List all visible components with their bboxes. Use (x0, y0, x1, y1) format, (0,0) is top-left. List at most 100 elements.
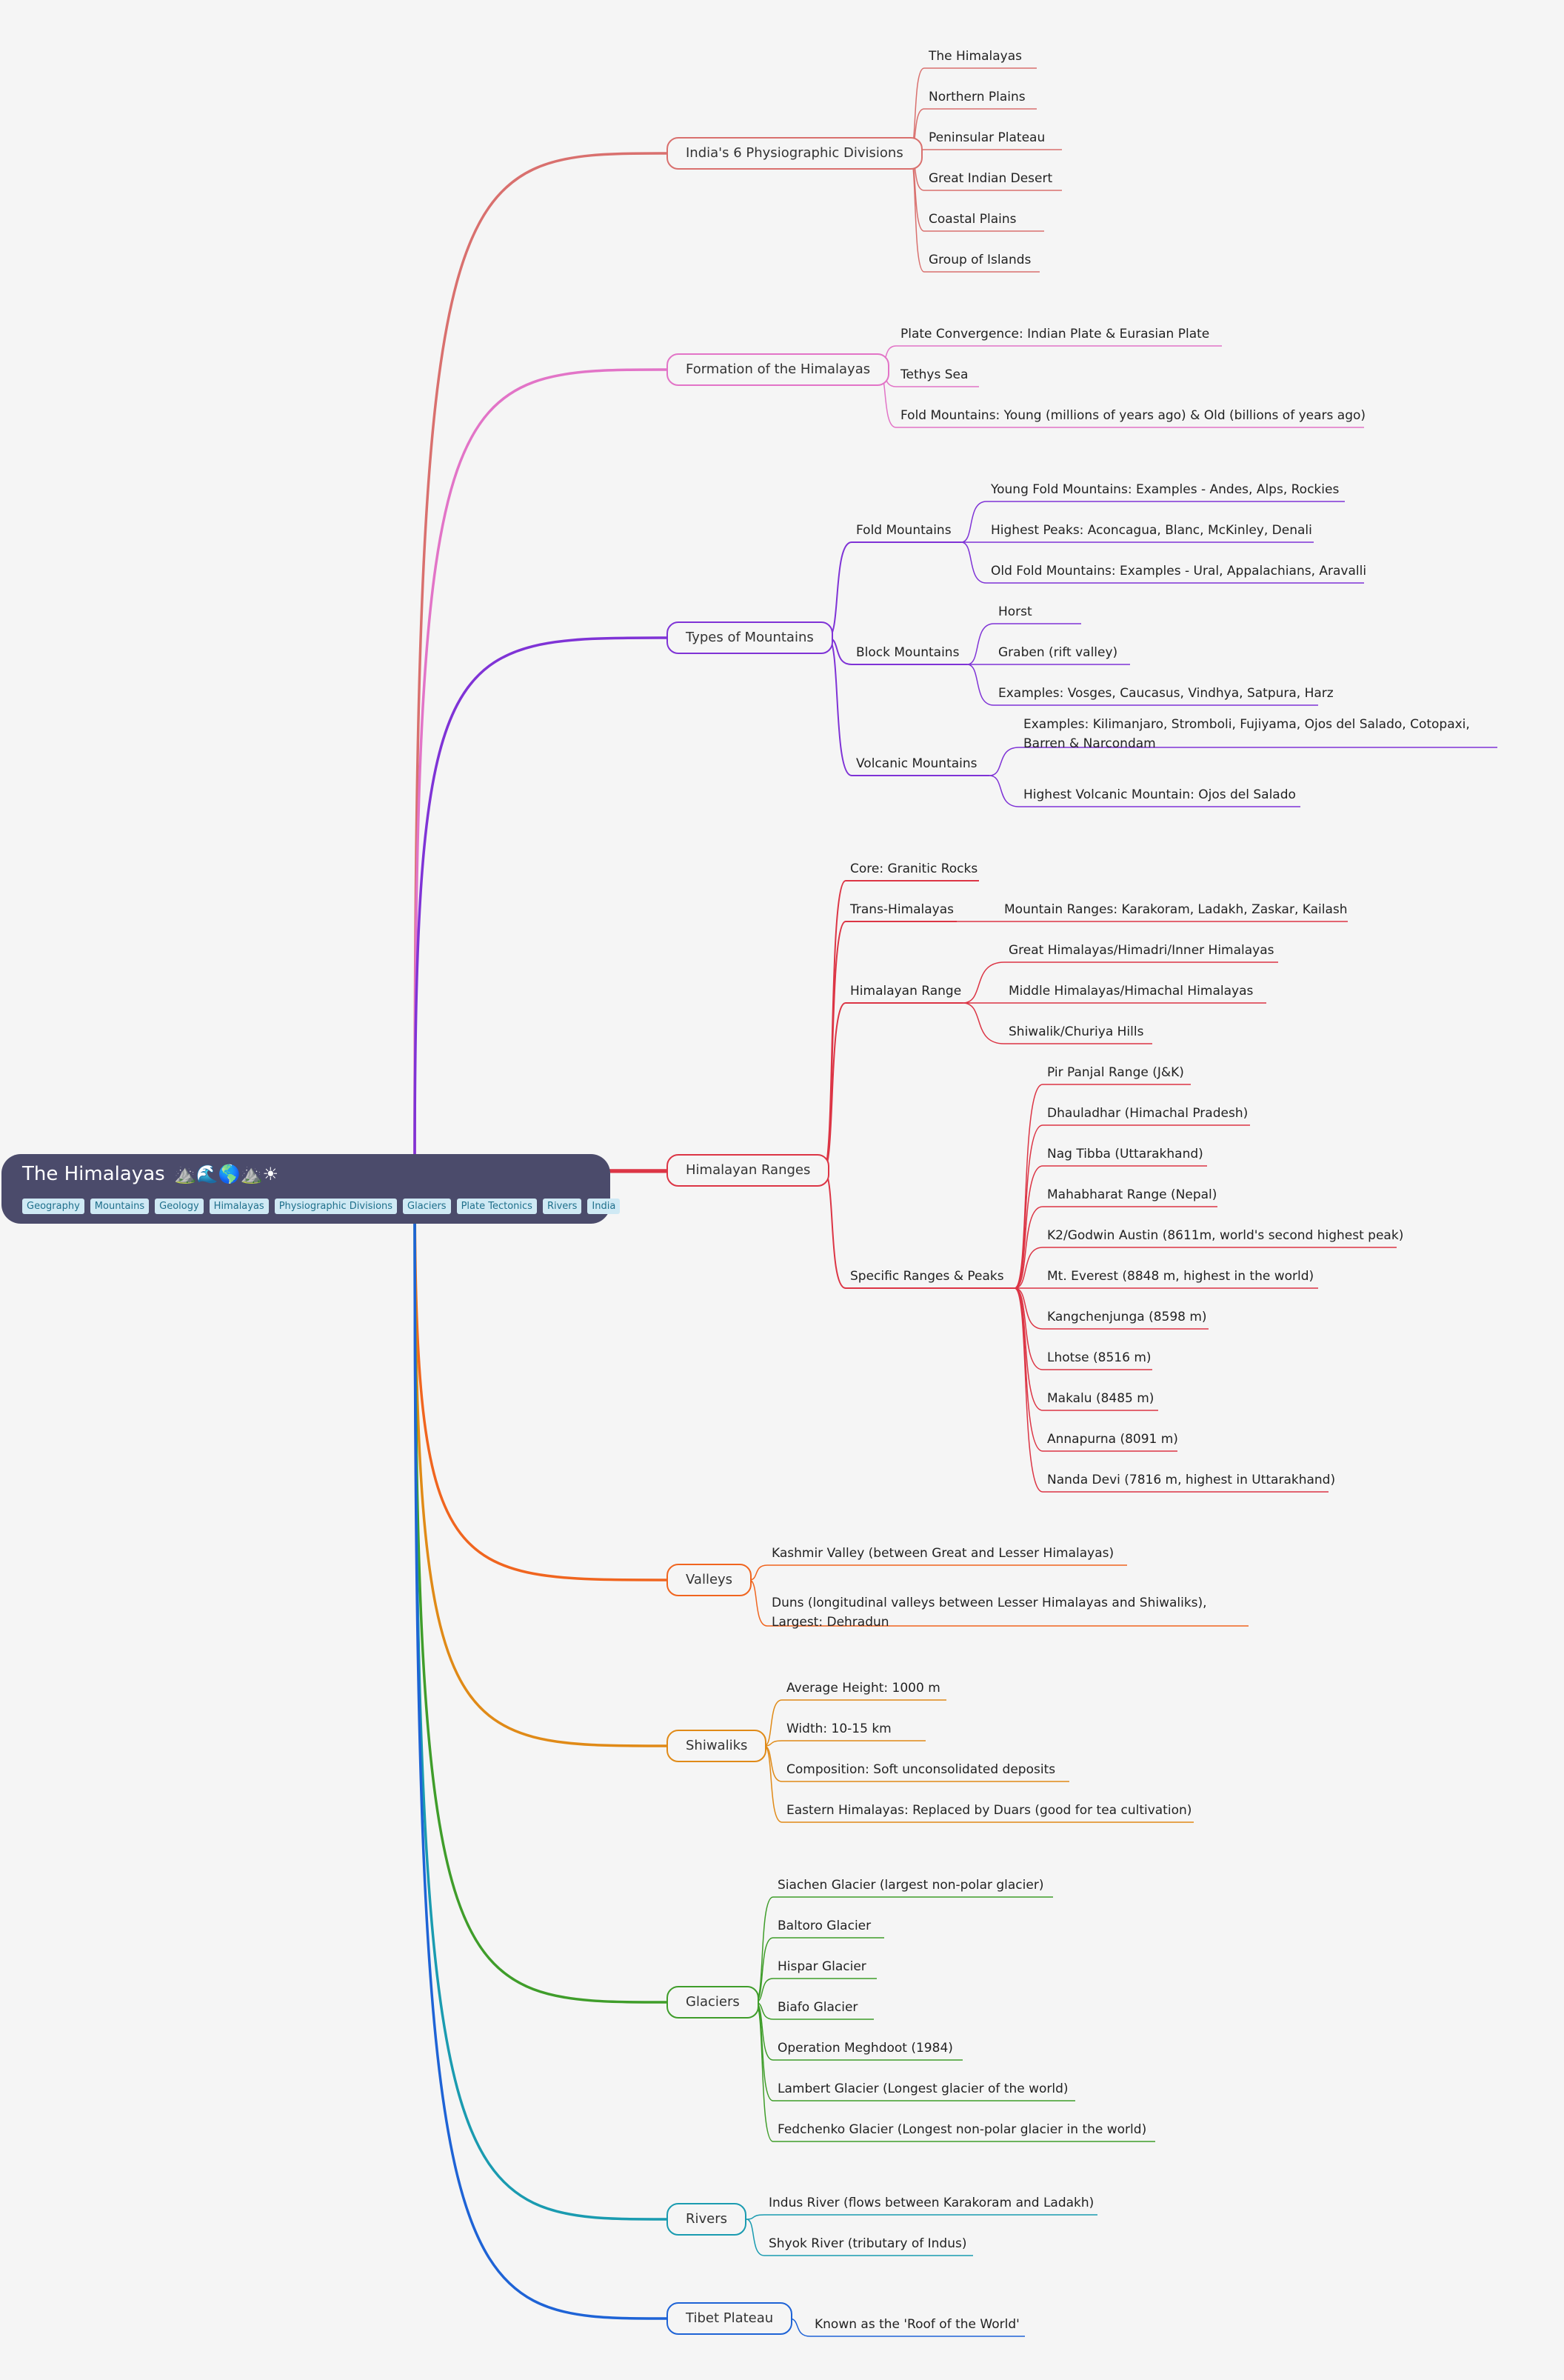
subbranch-node[interactable]: Volcanic Mountains (856, 756, 977, 771)
subbranch-node[interactable]: Himalayan Range (850, 984, 962, 999)
leaf-node[interactable]: Width: 10-15 km (786, 1721, 892, 1736)
subbranch-connector (823, 921, 846, 1171)
leaf-node[interactable]: Mt. Everest (8848 m, highest in the worl… (1047, 1269, 1314, 1284)
subbranch-node[interactable]: Trans-Himalayas (850, 902, 955, 917)
leaf-node[interactable]: Average Height: 1000 m (786, 1681, 940, 1696)
leaf-node[interactable]: Tethys Sea (900, 367, 969, 382)
leaf-node[interactable]: Annapurna (8091 m) (1047, 1432, 1178, 1447)
leaf-node[interactable]: Shiwalik/Churiya Hills (1009, 1024, 1144, 1039)
leaf-connector (763, 1740, 783, 1747)
tag-list: Geography Mountains Geology Himalayas Physio… (22, 1199, 621, 1214)
leaf-connector (1014, 1206, 1043, 1289)
leaf-connector (1014, 1287, 1043, 1452)
leaf-connector (749, 1579, 768, 1627)
leaf-connector (746, 2214, 765, 2220)
branch-node[interactable]: India's 6 Physiographic Divisions (666, 137, 923, 170)
leaf-node[interactable]: Hispar Glacier (778, 1959, 866, 1974)
leaf-node[interactable]: K2/Godwin Austin (8611m, world's second … (1047, 1228, 1404, 1243)
leaf-node[interactable]: Baltoro Glacier (778, 1919, 872, 1933)
leaf-connector (1014, 1287, 1043, 1330)
leaf-node[interactable]: Mahabharat Range (Nepal) (1047, 1187, 1217, 1202)
leaf-node[interactable]: Great Himalayas/Himadri/Inner Himalayas (1009, 943, 1274, 958)
leaf-node[interactable]: Lhotse (8516 m) (1047, 1350, 1152, 1365)
leaf-node[interactable]: Fedchenko Glacier (Longest non-polar gla… (778, 2122, 1147, 2137)
leaf-node[interactable]: Siachen Glacier (largest non-polar glaci… (778, 1878, 1044, 1893)
branch-node[interactable]: Shiwaliks (666, 1730, 767, 1762)
branch-node[interactable]: Rivers (666, 2203, 747, 2236)
tag-chip[interactable]: Rivers (542, 1199, 582, 1214)
leaf-node[interactable]: Young Fold Mountains: Examples - Andes, … (991, 482, 1340, 497)
leaf-node[interactable]: Plate Convergence: Indian Plate & Eurasi… (900, 327, 1210, 341)
subbranch-node[interactable]: Specific Ranges & Peaks (850, 1269, 1004, 1284)
leaf-node[interactable]: Kashmir Valley (between Great and Lesser… (772, 1546, 1114, 1561)
branch-node[interactable]: Tibet Plateau (666, 2302, 793, 2335)
leaf-node[interactable]: Examples: Kilimanjaro, Stromboli, Fujiya… (1023, 717, 1470, 751)
leaf-node[interactable]: Coastal Plains (929, 212, 1017, 227)
subbranch-node[interactable]: Core: Granitic Rocks (850, 861, 978, 876)
leaf-node[interactable]: Middle Himalayas/Himachal Himalayas (1009, 984, 1254, 999)
leaf-node[interactable]: Operation Meghdoot (1984) (778, 2041, 953, 2056)
leaf-connector (763, 1745, 783, 1823)
leaf-node[interactable]: Duns (longitudinal valleys between Lesse… (772, 1596, 1207, 1630)
root-title: The Himalayas ⛰️🌊🌎⛰️☀ (22, 1163, 278, 1185)
leaf-node[interactable]: Nag Tibba (Uttarakhand) (1047, 1147, 1203, 1161)
leaf-node[interactable]: Northern Plains (929, 90, 1026, 104)
branch-connector (413, 1171, 667, 2221)
leaf-node[interactable]: Highest Peaks: Aconcagua, Blanc, McKinle… (991, 523, 1312, 538)
leaf-connector (749, 1564, 768, 1581)
leaf-node[interactable]: Old Fold Mountains: Examples - Ural, App… (991, 564, 1367, 579)
leaf-node[interactable]: Lambert Glacier (Longest glacier of the … (778, 2081, 1069, 2096)
branch-node[interactable]: Himalayan Ranges (666, 1154, 830, 1187)
leaf-connector (966, 664, 995, 706)
leaf-node[interactable]: The Himalayas (929, 49, 1022, 64)
leaf-node[interactable]: Dhauladhar (Himachal Pradesh) (1047, 1106, 1249, 1121)
leaf-node[interactable]: Nanda Devi (7816 m, highest in Uttarakha… (1047, 1473, 1336, 1487)
branch-connector (413, 368, 667, 1173)
branch-connector (413, 1171, 667, 1747)
tag-chip[interactable]: Plate Tectonics (456, 1199, 537, 1214)
leaf-node[interactable]: Graben (rift valley) (998, 645, 1118, 660)
branch-node[interactable]: Glaciers (666, 1986, 759, 2019)
leaf-node[interactable]: Mountain Ranges: Karakoram, Ladakh, Zask… (1004, 902, 1348, 917)
tag-chip[interactable]: Physiographic Divisions (274, 1199, 398, 1214)
branch-node[interactable]: Valleys (666, 1564, 752, 1596)
leaf-node[interactable]: Pir Panjal Range (J&K) (1047, 1065, 1184, 1080)
leaf-node[interactable]: Makalu (8485 m) (1047, 1391, 1154, 1406)
leaf-node[interactable]: Composition: Soft unconsolidated deposit… (786, 1762, 1056, 1777)
leaf-node[interactable]: Horst (998, 604, 1032, 619)
leaf-node[interactable]: Highest Volcanic Mountain: Ojos del Sala… (1023, 787, 1296, 802)
tag-chip[interactable]: Geology (155, 1199, 204, 1214)
subbranch-connector (823, 1002, 846, 1171)
leaf-node[interactable]: Group of Islands (929, 253, 1032, 267)
leaf-connector (1014, 1124, 1043, 1289)
tag-chip[interactable]: Glaciers (403, 1199, 451, 1214)
leaf-node[interactable]: Great Indian Desert (929, 171, 1053, 186)
root-emoji: ⛰️🌊🌎⛰️☀ (173, 1164, 278, 1184)
branch-connector (413, 636, 667, 1173)
leaf-node[interactable]: Known as the 'Roof of the World' (815, 2317, 1020, 2332)
subbranch-connector (827, 541, 852, 639)
leaf-connector (962, 961, 1005, 1004)
leaf-node[interactable]: Biafo Glacier (778, 2000, 858, 2015)
branch-connector (413, 152, 667, 1173)
tag-chip[interactable]: Geography (22, 1199, 84, 1214)
leaf-node[interactable]: Eastern Himalayas: Replaced by Duars (go… (786, 1803, 1192, 1818)
leaf-node[interactable]: Indus River (flows between Karakoram and… (769, 2196, 1095, 2210)
leaf-node[interactable]: Shyok River (tributary of Indus) (769, 2236, 967, 2251)
root-node[interactable]: The Himalayas ⛰️🌊🌎⛰️☀ Geography Mountains… (1, 1154, 621, 1224)
leaf-connector (1014, 1247, 1043, 1289)
leaf-node[interactable]: Kangchenjunga (8598 m) (1047, 1310, 1207, 1324)
subbranch-connector (823, 1170, 846, 1289)
leaf-node[interactable]: Examples: Vosges, Caucasus, Vindhya, Sat… (998, 686, 1334, 701)
tag-chip[interactable]: Mountains (90, 1199, 150, 1214)
branch-node[interactable]: Formation of the Himalayas (666, 353, 890, 386)
leaf-node[interactable]: Peninsular Plateau (929, 130, 1046, 145)
branch-node[interactable]: Types of Mountains (666, 621, 833, 654)
tag-chip[interactable]: Himalayas (209, 1199, 269, 1214)
leaf-connector (789, 2318, 811, 2337)
leaf-node[interactable]: Fold Mountains: Young (millions of years… (900, 408, 1366, 423)
subbranch-node[interactable]: Block Mountains (856, 645, 960, 660)
subbranch-node[interactable]: Fold Mountains (856, 523, 952, 538)
tag-chip[interactable]: India (587, 1199, 621, 1214)
